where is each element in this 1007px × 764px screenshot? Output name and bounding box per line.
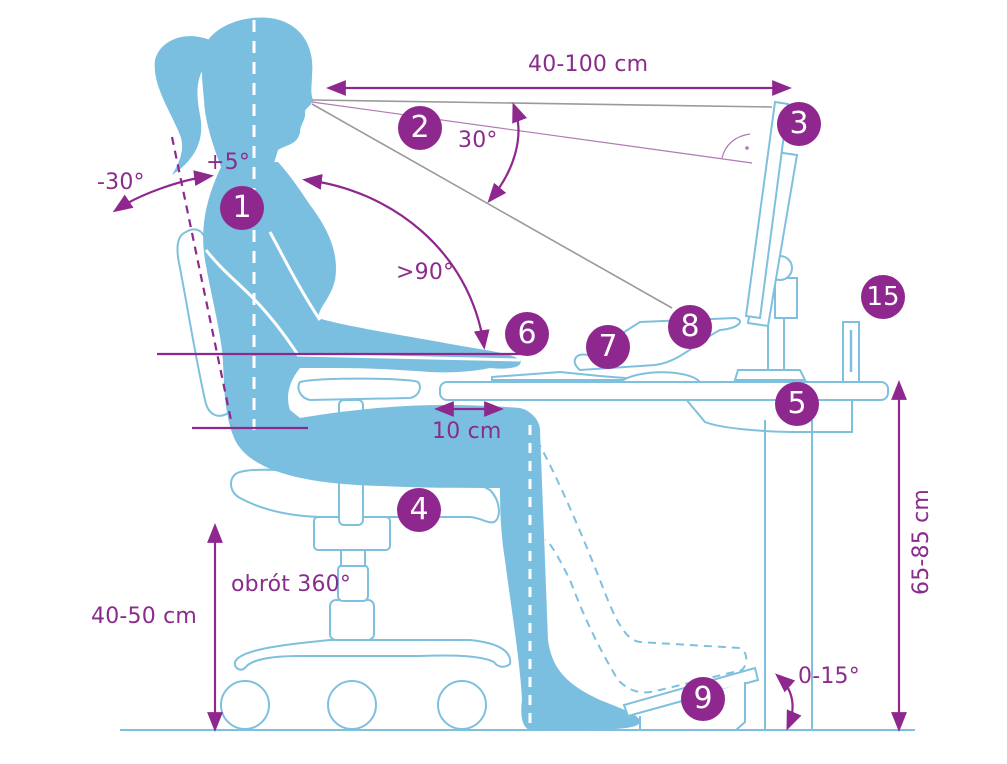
desk-underside [682,397,853,433]
badge-2-line-of-sight: 2 [398,106,442,150]
monitor-base [733,369,807,381]
badge-3-monitor: 3 [777,102,821,146]
chair-caster-middle [327,680,377,730]
head-tilt-dashed [170,136,234,426]
monitor-hinge-box [774,277,798,319]
desk-height-label: 65-85 cm [909,488,934,595]
chair-base [233,639,512,671]
footrest-angle-label: 0-15° [798,664,860,689]
head-tilt-arc [112,170,214,213]
elbow-angle-label: >90° [396,260,455,285]
badge-5-desk: 5 [775,382,819,426]
viewing-distance-label: 40-100 cm [528,52,649,77]
badge-9-footrest: 9 [681,677,725,721]
badge-1-posture: 1 [220,186,264,230]
chair-caster-right [437,680,487,730]
badge-4-chair-seat: 4 [397,488,441,532]
screen-angle-label: 30° [458,128,498,153]
sightline-bottom [311,103,673,309]
badge-8-document-holder: 8 [668,305,712,349]
footrest-angle-arc [775,673,802,731]
seat-height-label: 40-50 cm [91,604,198,629]
badge-6-forearm: 6 [505,312,549,356]
right-angle-marker [721,133,751,159]
head-forward-angle-label: +5° [206,150,251,175]
elbow-angle-arc [302,174,490,350]
badge-15-accessory: 15 [861,275,905,319]
chair-armrest [297,377,421,402]
mouse [616,371,703,383]
chair-caster-left [220,680,270,730]
screen-angle-arc [487,102,528,204]
thigh-clearance-label: 10 cm [432,419,502,444]
desk-top [439,381,889,401]
badge-7-keyboard: 7 [586,325,630,369]
chair-gas-lift-lower [329,599,375,641]
sightline-center [311,101,753,164]
monitor-screen [744,100,790,320]
alternate-leg-position [529,427,748,694]
sightline-top [311,99,773,108]
sight-lines [311,99,773,309]
dimension-arrows [112,80,907,732]
head-back-angle-label: -30° [97,170,145,195]
chair-rotation-label: obrót 360° [231,572,352,597]
